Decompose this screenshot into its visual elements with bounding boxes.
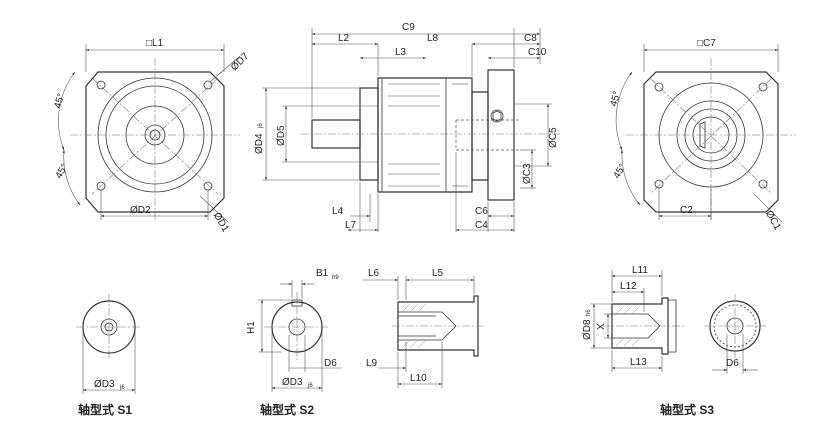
dim-C3: ØC3 [522,163,533,184]
dim-C8: C8 [524,33,537,44]
dim-C9: C9 [402,22,415,33]
dim-D1: ØD1 [211,211,231,235]
s2-L5: L5 [432,268,444,279]
s2-D6: D6 [324,358,337,369]
angle-top: 45° [53,92,68,109]
s1-D3-tol: j6 [119,385,125,391]
s2-L9: L9 [366,358,378,369]
s3-L11: L11 [632,265,648,276]
s2-D3: ØD3 [282,377,303,388]
dim-D4-tol: j6 [258,123,264,129]
dim-L1: □L1 [146,38,164,49]
dim-C10: C10 [528,47,547,58]
s3-D8-tol: h6 [586,309,592,316]
dim-L7: L7 [345,220,357,231]
shaft-s3: L11 L12 ØD8 h6 X L13 D6 轴型式 S3 [582,265,766,417]
dim-D4: ØD4 [254,133,265,154]
s2-L10: L10 [410,373,427,384]
s2-L6: L6 [368,268,380,279]
s1-caption: 轴型式 S1 [78,402,132,417]
dim-D7: ØD7 [229,51,252,74]
s1-D3: ØD3 [94,379,115,390]
s3-L13: L13 [630,357,647,368]
dim-L4: L4 [332,206,344,217]
dim-L3: L3 [395,47,407,58]
shaft-s1: ØD3 j6 轴型式 S1 [76,294,142,417]
rear-angle-bottom: 45° [612,162,629,181]
dim-D5: ØD5 [276,125,287,146]
s3-caption: 轴型式 S3 [660,402,714,417]
front-view: □L1 ØD7 45° 45° ØD2 ØD1 [53,38,252,234]
s3-X: X [596,323,607,330]
s3-L12: L12 [620,281,637,292]
side-view: L2 C9 L8 C8 L3 C10 ØD4 j6 ØD5 ØC5 ØC3 L4… [254,22,560,232]
dim-L2: L2 [338,33,350,44]
s3-D8: ØD8 [582,319,593,340]
s2-D3-tol: j6 [307,383,313,389]
angle-bottom: 45° [54,162,71,181]
dim-C2: C2 [680,205,693,216]
dim-D2: ØD2 [130,205,151,216]
s2-B1: B1 [316,268,329,279]
dim-C6: C6 [475,206,488,217]
dim-C7: □C7 [697,38,716,49]
s3-D6: D6 [726,358,739,369]
dim-L8: L8 [427,33,439,44]
s2-caption: 轴型式 S2 [260,402,314,417]
dim-C1: ØC1 [763,209,783,233]
rear-angle-top: 45° [609,90,624,107]
s2-B1-tol: h9 [332,275,339,281]
rear-view: □C7 45° 45° C2 ØC1 [609,38,796,232]
shaft-s2: B1 h9 H1 D6 ØD3 j6 轴型式 S2 [246,268,484,417]
s2-H1: H1 [246,321,257,334]
dim-C4: C4 [475,220,488,231]
dim-C5: ØC5 [548,127,559,148]
